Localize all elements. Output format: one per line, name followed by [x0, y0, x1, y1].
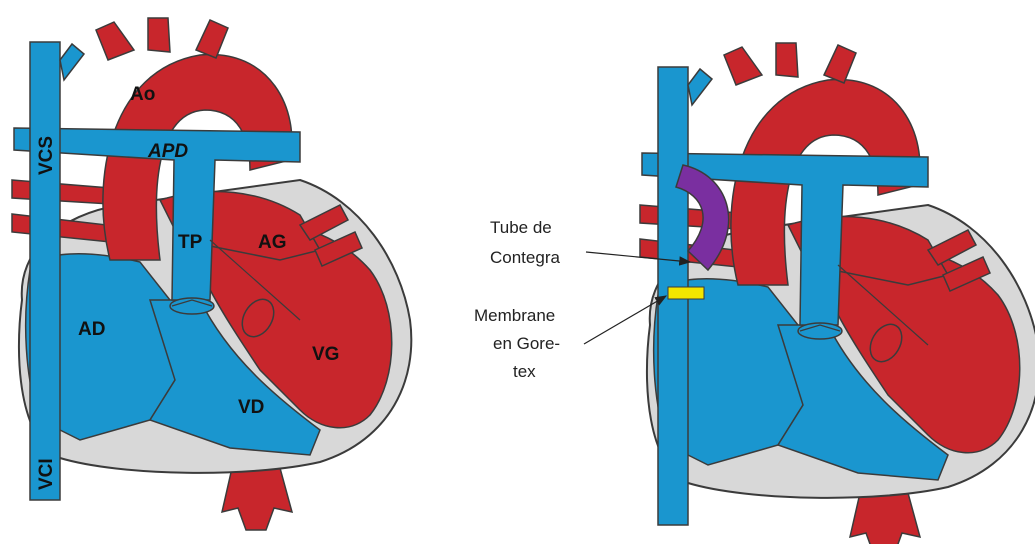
left-heart: Ao APD VCS TP AG AD VG VD VCI: [12, 18, 411, 530]
label-vcs: VCS: [36, 136, 57, 175]
tube-label-line1: Tube de: [490, 218, 552, 237]
membrane-label-line3: tex: [513, 362, 536, 381]
tube-label-line2: Contegra: [490, 248, 560, 267]
label-apd: APD: [147, 141, 188, 162]
label-vg: VG: [312, 344, 339, 365]
left-heart-drawing: [12, 18, 411, 530]
goretex-membrane: [668, 287, 704, 299]
label-vci: VCI: [36, 458, 57, 490]
right-heart: [640, 43, 1035, 544]
membrane-label-line1: Membrane: [474, 306, 555, 325]
label-ag: AG: [258, 232, 287, 253]
membrane-label-line2: en Gore-: [493, 334, 560, 353]
label-ao: Ao: [130, 84, 155, 105]
label-vd: VD: [238, 397, 264, 418]
label-tp: TP: [178, 232, 203, 253]
label-ad: AD: [78, 319, 105, 340]
